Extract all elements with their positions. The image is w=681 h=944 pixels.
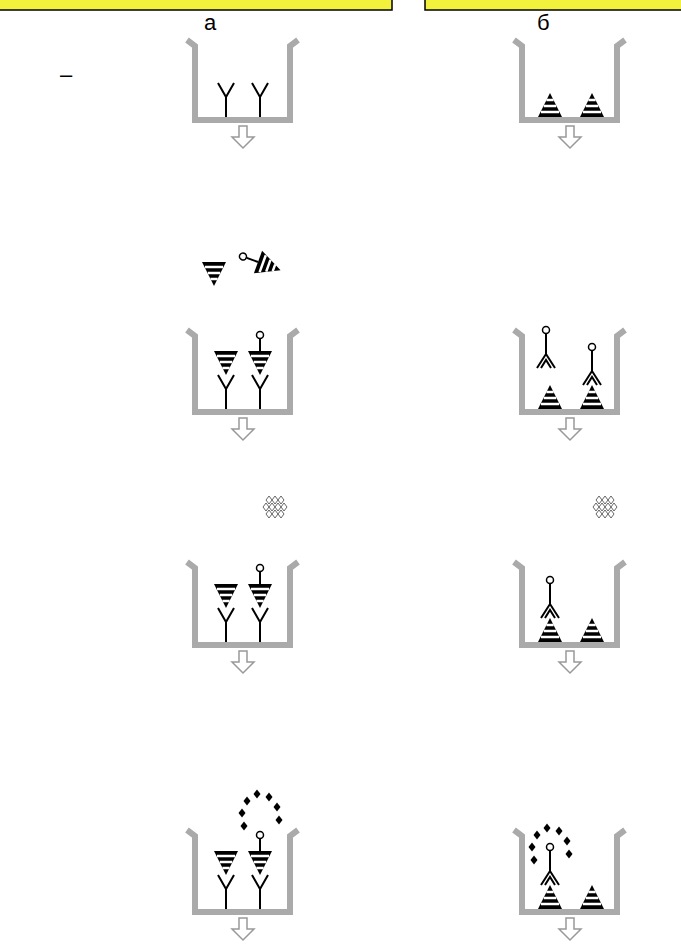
step-arrows [232,126,581,940]
panel-letter: б [537,12,550,34]
panel-letter: а [204,12,216,34]
header-bar [0,0,392,10]
wells [187,40,625,912]
direct-elisa-steps [529,93,618,909]
header-bar [425,0,681,10]
dash-mark: – [60,64,72,86]
sandwich-elisa-steps [202,83,287,909]
